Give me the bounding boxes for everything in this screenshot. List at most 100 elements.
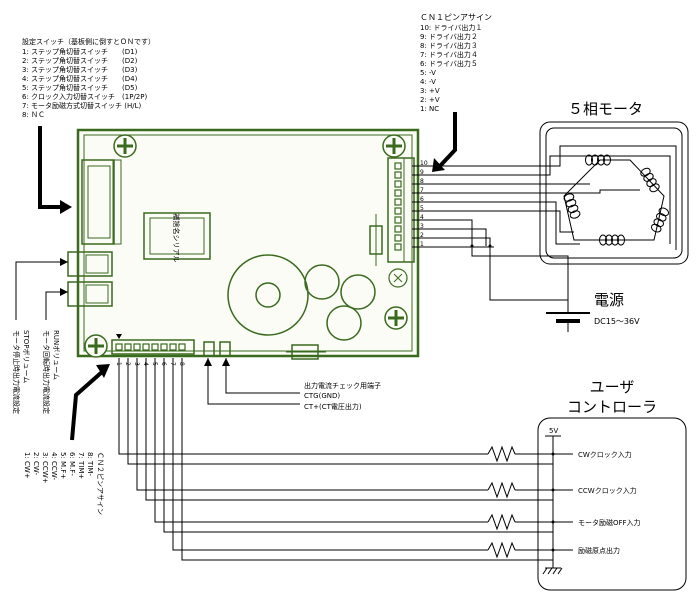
cn1-pin-number: 9 bbox=[420, 169, 424, 176]
cn1-pin bbox=[394, 216, 402, 224]
cn2-arrow bbox=[70, 364, 110, 441]
check-terminal-title: 出力電流チェック用端子 bbox=[304, 381, 381, 390]
cn2-item: 2: CW- bbox=[32, 452, 40, 476]
cn1-pin-number: 2 bbox=[420, 232, 424, 239]
settings-switch-item: 5: ステップ角切替スイッチ (D5) bbox=[22, 83, 138, 92]
cn2-item: 6: M.F- bbox=[68, 452, 76, 476]
cn2-item: 7: TIM+ bbox=[77, 452, 85, 479]
run-volume-label: RUNボリューム bbox=[52, 330, 60, 380]
cn1-pin bbox=[394, 180, 402, 188]
settings-switch-item: 8: ＮＣ bbox=[22, 111, 45, 119]
cn2-item: 5: M.F+ bbox=[59, 452, 67, 479]
power-spec: DC15～36V bbox=[594, 317, 640, 326]
cn1-pin-number: 8 bbox=[420, 178, 424, 185]
dip-switch bbox=[81, 159, 122, 245]
settings-switch-item: 3: ステップ角切替スイッチ (D3) bbox=[22, 65, 138, 74]
cn1-pin bbox=[394, 234, 402, 242]
settings-switch-item: 2: ステップ角切替スイッチ (D2) bbox=[22, 56, 138, 65]
settings-switch-item: 1: ステップ角切替スイッチ (D1) bbox=[22, 47, 138, 56]
cn1-pin-number: 6 bbox=[420, 196, 424, 203]
cn1-item: 1: NC bbox=[420, 105, 439, 113]
capacitors bbox=[304, 264, 376, 341]
cn2-item: 4: CCW- bbox=[50, 452, 58, 480]
cn1-arrow bbox=[432, 112, 457, 172]
settings-switch-item: 7: モータ励磁方式切替スイッチ (H/L) bbox=[22, 101, 142, 110]
vcc-label: 5V bbox=[549, 427, 558, 435]
cn2-item: 3: CCW+ bbox=[41, 452, 49, 484]
five-phase-motor: ５相モータ bbox=[539, 100, 689, 265]
settings-switch-item: 4: ステップ角切替スイッチ (D4) bbox=[22, 74, 138, 83]
cn2-pin bbox=[151, 343, 159, 351]
cn1-pin-number: 4 bbox=[420, 214, 424, 221]
cn1-pin bbox=[394, 171, 402, 179]
cn1-pin-number: 5 bbox=[420, 205, 424, 212]
cn1-item: 9: ドライバ出力２ bbox=[420, 32, 478, 41]
cn2-item: 8: TIM- bbox=[86, 452, 94, 476]
cn2-title: ＣＮ２ピンアサイン bbox=[96, 452, 104, 515]
settings-switch-items: 1: ステップ角切替スイッチ (D1)2: ステップ角切替スイッチ (D2)3:… bbox=[22, 47, 147, 119]
signal-label: CWクロック入力 bbox=[578, 450, 632, 459]
cn1-pin bbox=[394, 162, 402, 170]
check-terminal-gnd: CTG(GND) bbox=[304, 392, 340, 400]
cn1-item: 5: -V bbox=[420, 69, 436, 77]
cn2-pin bbox=[142, 343, 150, 351]
cn1-pin-number: 10 bbox=[420, 160, 428, 167]
inductor bbox=[227, 254, 309, 336]
cn1-item: 7: ドライバ出力４ bbox=[420, 50, 478, 59]
mounting-screws bbox=[84, 134, 408, 358]
resistor bbox=[286, 214, 383, 360]
cn1-pin-number: 7 bbox=[420, 187, 424, 194]
cn1-item: 10: ドライバ出力１ bbox=[420, 23, 482, 32]
run-volume bbox=[67, 251, 113, 277]
stop-volume-desc: モータ停止時出力電流設定 bbox=[12, 330, 21, 414]
ic-chip: 補捨名シリアル bbox=[143, 212, 211, 263]
power-wires bbox=[412, 219, 569, 312]
cn1-pin bbox=[394, 207, 402, 215]
motor-wires bbox=[412, 145, 677, 250]
settings-switch-title: 設定スイッチ（基板側に倒すとＯＮです） bbox=[22, 37, 155, 46]
driver-board: 補捨名シリアル bbox=[67, 128, 420, 360]
volume-legend: RUNボリューム モータ回転時出力電流設定 STOPボリューム モータ停止時出力… bbox=[12, 258, 68, 414]
controller-line2: コントローラ bbox=[567, 398, 657, 416]
cn1-item: 6: ドライバ出力５ bbox=[420, 59, 478, 68]
cn2-item: 1: CW+ bbox=[23, 452, 31, 479]
stop-volume-label: STOPボリューム bbox=[22, 330, 30, 383]
cn2-legend: ＣＮ２ピンアサイン 8: TIM-7: TIM+6: M.F-5: M.F+4:… bbox=[23, 452, 104, 515]
cn2-pin bbox=[115, 343, 123, 351]
cn1-pin bbox=[394, 243, 402, 251]
power-title: 電源 bbox=[594, 291, 624, 309]
settings-switch-legend: 設定スイッチ（基板側に倒すとＯＮです） 1: ステップ角切替スイッチ (D1)2… bbox=[22, 37, 155, 119]
cn2-pin bbox=[124, 343, 132, 351]
run-volume-desc: モータ回転時出力電流設定 bbox=[42, 330, 51, 414]
cn1-item: 2: +V bbox=[420, 96, 440, 104]
cn1-item: 8: ドライバ出力３ bbox=[420, 41, 478, 50]
chip-label: 補捨名シリアル bbox=[172, 214, 181, 263]
user-controller: ユーザ コントローラ 5V CWクロック入力CCWクロック入力モータ励磁OFF入… bbox=[537, 378, 687, 591]
check-terminal-ct: CT+(CT電圧出力) bbox=[304, 402, 362, 411]
cn1-pin bbox=[394, 225, 402, 233]
cn1-pin bbox=[394, 198, 402, 206]
cn1-title: ＣＮ１ピンアサイン bbox=[420, 13, 492, 22]
cn2-pin bbox=[160, 343, 168, 351]
motor-title: ５相モータ bbox=[568, 100, 643, 118]
cn2-pin bbox=[169, 343, 177, 351]
cn2-pin bbox=[133, 343, 141, 351]
cn2-pin bbox=[178, 343, 186, 351]
power-supply: 電源 DC15～36V bbox=[546, 291, 640, 332]
cn2-connector bbox=[111, 334, 195, 355]
check-terminals bbox=[203, 341, 231, 357]
signal-label: CCWクロック入力 bbox=[578, 486, 637, 495]
fuse bbox=[388, 268, 408, 288]
signal-label: 励磁原点出力 bbox=[578, 546, 620, 555]
cn2-wires bbox=[118, 358, 573, 561]
settings-arrow bbox=[38, 126, 72, 214]
cn2-items: 8: TIM-7: TIM+6: M.F-5: M.F+4: CCW-3: CC… bbox=[23, 452, 94, 484]
motor-coils bbox=[563, 154, 670, 246]
cn1-pin-number: 1 bbox=[420, 241, 424, 248]
